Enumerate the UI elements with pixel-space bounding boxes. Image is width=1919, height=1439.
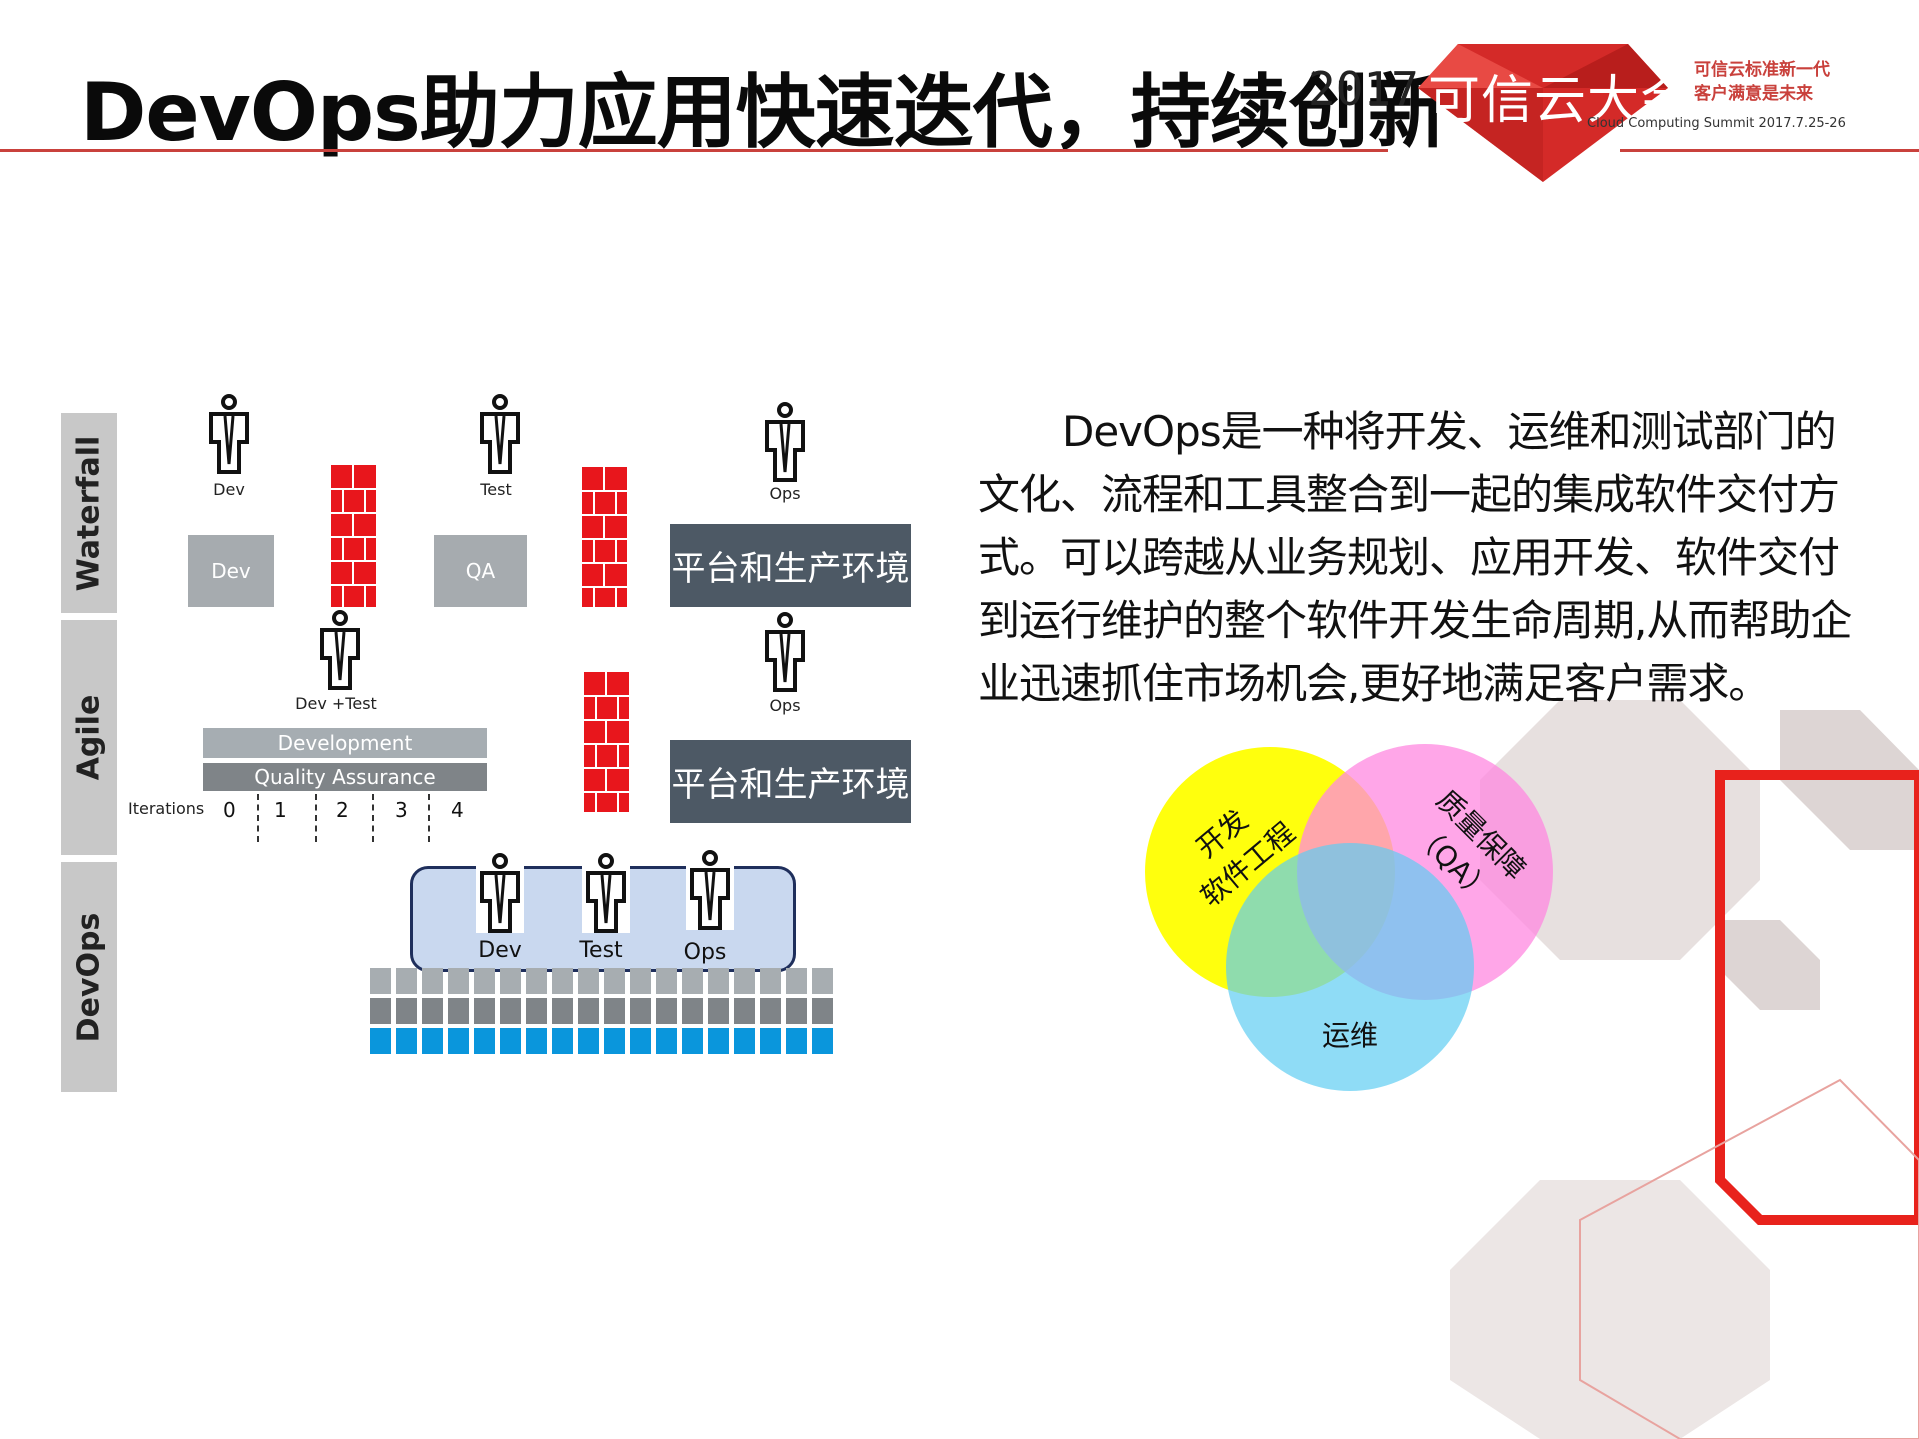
- block-row-blue: [370, 1028, 833, 1054]
- person-icon: [686, 850, 734, 930]
- logo-tagline-line2: 客户满意是未来: [1694, 84, 1813, 104]
- devops-label-test: Test: [579, 938, 623, 963]
- iterations-label: Iterations: [128, 799, 205, 818]
- iteration-number: 0: [223, 798, 236, 822]
- logo-name: 可信云大会: [1428, 71, 1694, 131]
- venn-diagram: [1145, 744, 1553, 1091]
- person-icon: [480, 394, 520, 474]
- waterfall-qa-box: QA: [434, 535, 527, 607]
- row-label-devops: DevOps: [61, 862, 117, 1092]
- description-paragraph: DevOps是一种将开发、运维和测试部门的文化、流程和工具整合到一起的集成软件交…: [978, 407, 1852, 708]
- agile-env-box: 平台和生产环境: [670, 740, 911, 823]
- row-label-waterfall: Waterfall: [61, 413, 117, 613]
- venn-circle-ops: [1226, 843, 1474, 1091]
- iteration-divider: [372, 794, 374, 842]
- person-icon: [582, 853, 630, 933]
- brick-wall-icon: [331, 465, 376, 607]
- logo-tagline-line1: 可信云标准新一代: [1694, 60, 1830, 80]
- person-label-test: Test: [480, 480, 512, 499]
- person-icon: [765, 402, 805, 482]
- person-label-dev: Dev: [213, 480, 245, 499]
- devops-label-ops: Ops: [683, 940, 727, 965]
- person-icon: [320, 610, 360, 690]
- logo-year: 2017: [1308, 62, 1419, 116]
- iteration-number: 3: [395, 798, 408, 822]
- person-icon: [209, 394, 249, 474]
- iteration-number: 2: [336, 798, 349, 822]
- brick-wall-icon: [584, 672, 629, 812]
- block-row-mid: [370, 998, 833, 1024]
- ruby-logo-icon: [1418, 44, 1668, 182]
- iteration-divider: [315, 794, 317, 842]
- page-title: DevOps助力应用快速迭代，持续创新: [80, 66, 1448, 159]
- header-underline-right: [1620, 149, 1919, 152]
- header-underline-left: [0, 149, 1388, 152]
- logo-tagline: 可信云标准新一代 客户满意是未来: [1694, 58, 1830, 106]
- row-label-agile: Agile: [61, 620, 117, 855]
- person-label-dev-test: Dev +Test: [295, 694, 377, 713]
- iteration-number: 1: [274, 798, 287, 822]
- venn-label-ops: 运维: [1322, 1019, 1379, 1052]
- iteration-number: 4: [451, 798, 464, 822]
- waterfall-dev-box: Dev: [188, 535, 274, 607]
- waterfall-env-box: 平台和生产环境: [670, 524, 911, 607]
- block-row-light: [370, 968, 833, 994]
- person-icon: [765, 612, 805, 692]
- person-label-ops: Ops: [769, 484, 801, 503]
- devops-block-grid: [370, 968, 833, 1054]
- devops-label-dev: Dev: [478, 938, 522, 963]
- iteration-divider: [257, 794, 259, 842]
- person-icon: [476, 853, 524, 933]
- person-label-ops: Ops: [769, 696, 801, 715]
- brick-wall-icon: [582, 467, 627, 607]
- logo-summit: Cloud Computing Summit 2017.7.25-26: [1587, 116, 1846, 131]
- iteration-divider: [428, 794, 430, 842]
- quality-assurance-bar: Quality Assurance: [203, 763, 487, 791]
- development-bar: Development: [203, 728, 487, 758]
